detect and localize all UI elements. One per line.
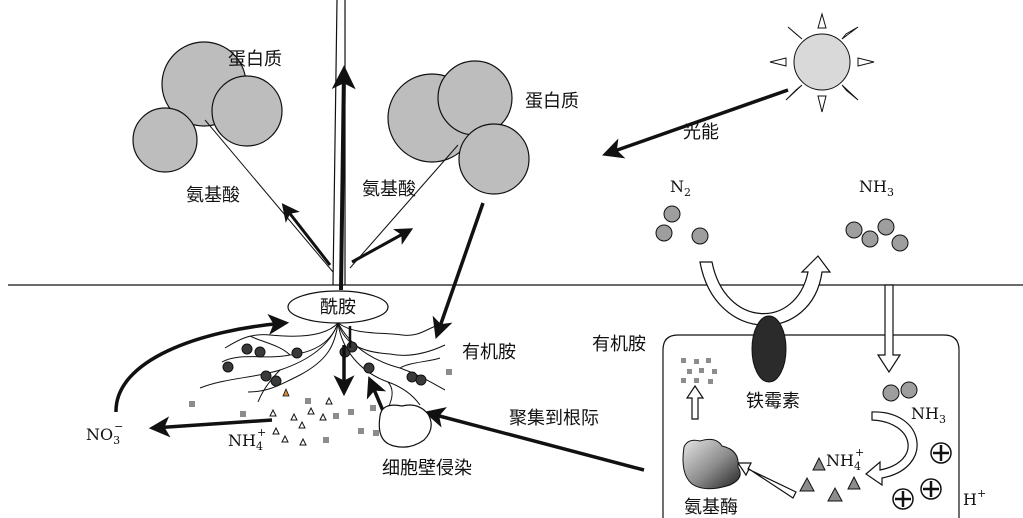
no3-formula: NO3− [86, 420, 123, 447]
protein-right-stalk [350, 145, 458, 268]
nh4-cell-superscript: + [855, 446, 864, 459]
cell-wall-infection-label: 细胞壁侵染 [382, 458, 472, 479]
nh4-cell-subscript: 4 [854, 460, 861, 473]
aminase-label: 氨基酶 [684, 497, 738, 518]
amino-left-arrow [284, 206, 330, 265]
stem-upward-arrow [341, 70, 344, 290]
nh3-cell-subscript: 3 [939, 413, 946, 426]
protein-right-shape [388, 61, 529, 194]
root-system [200, 323, 445, 408]
h-plus-formula: H+ [963, 487, 986, 509]
nh4-to-aminase-arrow [738, 463, 796, 498]
cell-wall-infection-shape [379, 405, 431, 447]
nh4-root-subscript: 4 [256, 440, 263, 453]
nh3-cell-molecules [883, 382, 917, 401]
organic-amine-cell-squares [681, 358, 717, 384]
nh3-cell-formula: NH3 [911, 404, 946, 426]
nh3-down-hollow-arrow [878, 285, 900, 372]
organic-amine-root-label: 有机胺 [462, 342, 516, 363]
protein-to-amine-arrow [437, 203, 483, 335]
organic-amine-cell-label: 有机胺 [592, 334, 646, 355]
proton-plus-signs [895, 445, 949, 507]
nh4-cell-main: NH [826, 451, 854, 470]
nh4-cell-formula: NH4+ [826, 446, 864, 473]
h-plus-main: H [963, 490, 977, 509]
h-plus-superscript: + [977, 487, 986, 500]
nh3-molecules [846, 219, 908, 251]
protein-left-label: 蛋白质 [228, 49, 282, 70]
n2-formula: N2 [670, 177, 691, 199]
root-zone-triangles [270, 398, 332, 445]
nh3-top-main: NH [859, 177, 887, 196]
n2-molecules [656, 206, 708, 244]
n2-main: N [670, 177, 684, 196]
aminase-shape [683, 439, 740, 488]
n2-to-nh3-curve-arrow [700, 256, 830, 325]
amino-left-label: 氨基酸 [186, 185, 240, 206]
amide-label: 酰胺 [320, 297, 356, 318]
amino-right-arrow [352, 230, 410, 262]
nh4-root-formula: NH4+ [228, 426, 266, 453]
root-nodules [223, 342, 426, 386]
orange-triangle [283, 389, 289, 396]
sun-icon [770, 14, 874, 112]
nh4-root-superscript: + [257, 426, 266, 439]
no3-main: NO [86, 425, 113, 444]
to-no3-arrow [153, 420, 272, 428]
nh4-root-main: NH [228, 431, 256, 450]
n2-subscript: 2 [684, 186, 691, 199]
nh3-to-nh4-curve-arrow [866, 412, 917, 485]
amino-right-label: 氨基酸 [362, 179, 416, 200]
nh3-top-subscript: 3 [887, 186, 894, 199]
gather-to-root-label: 聚集到根际 [509, 408, 599, 429]
no3-subscript: 3 [113, 434, 120, 447]
nh3-top-formula: NH3 [859, 177, 894, 199]
siderophore-label: 铁霉素 [746, 391, 800, 412]
nh3-cell-main: NH [911, 404, 939, 423]
light-energy-label: 光能 [683, 122, 719, 143]
siderophore-ellipse [752, 316, 786, 382]
no3-superscript: − [114, 420, 123, 433]
aminase-up-hollow-arrow [687, 386, 703, 419]
protein-right-label: 蛋白质 [525, 91, 579, 112]
